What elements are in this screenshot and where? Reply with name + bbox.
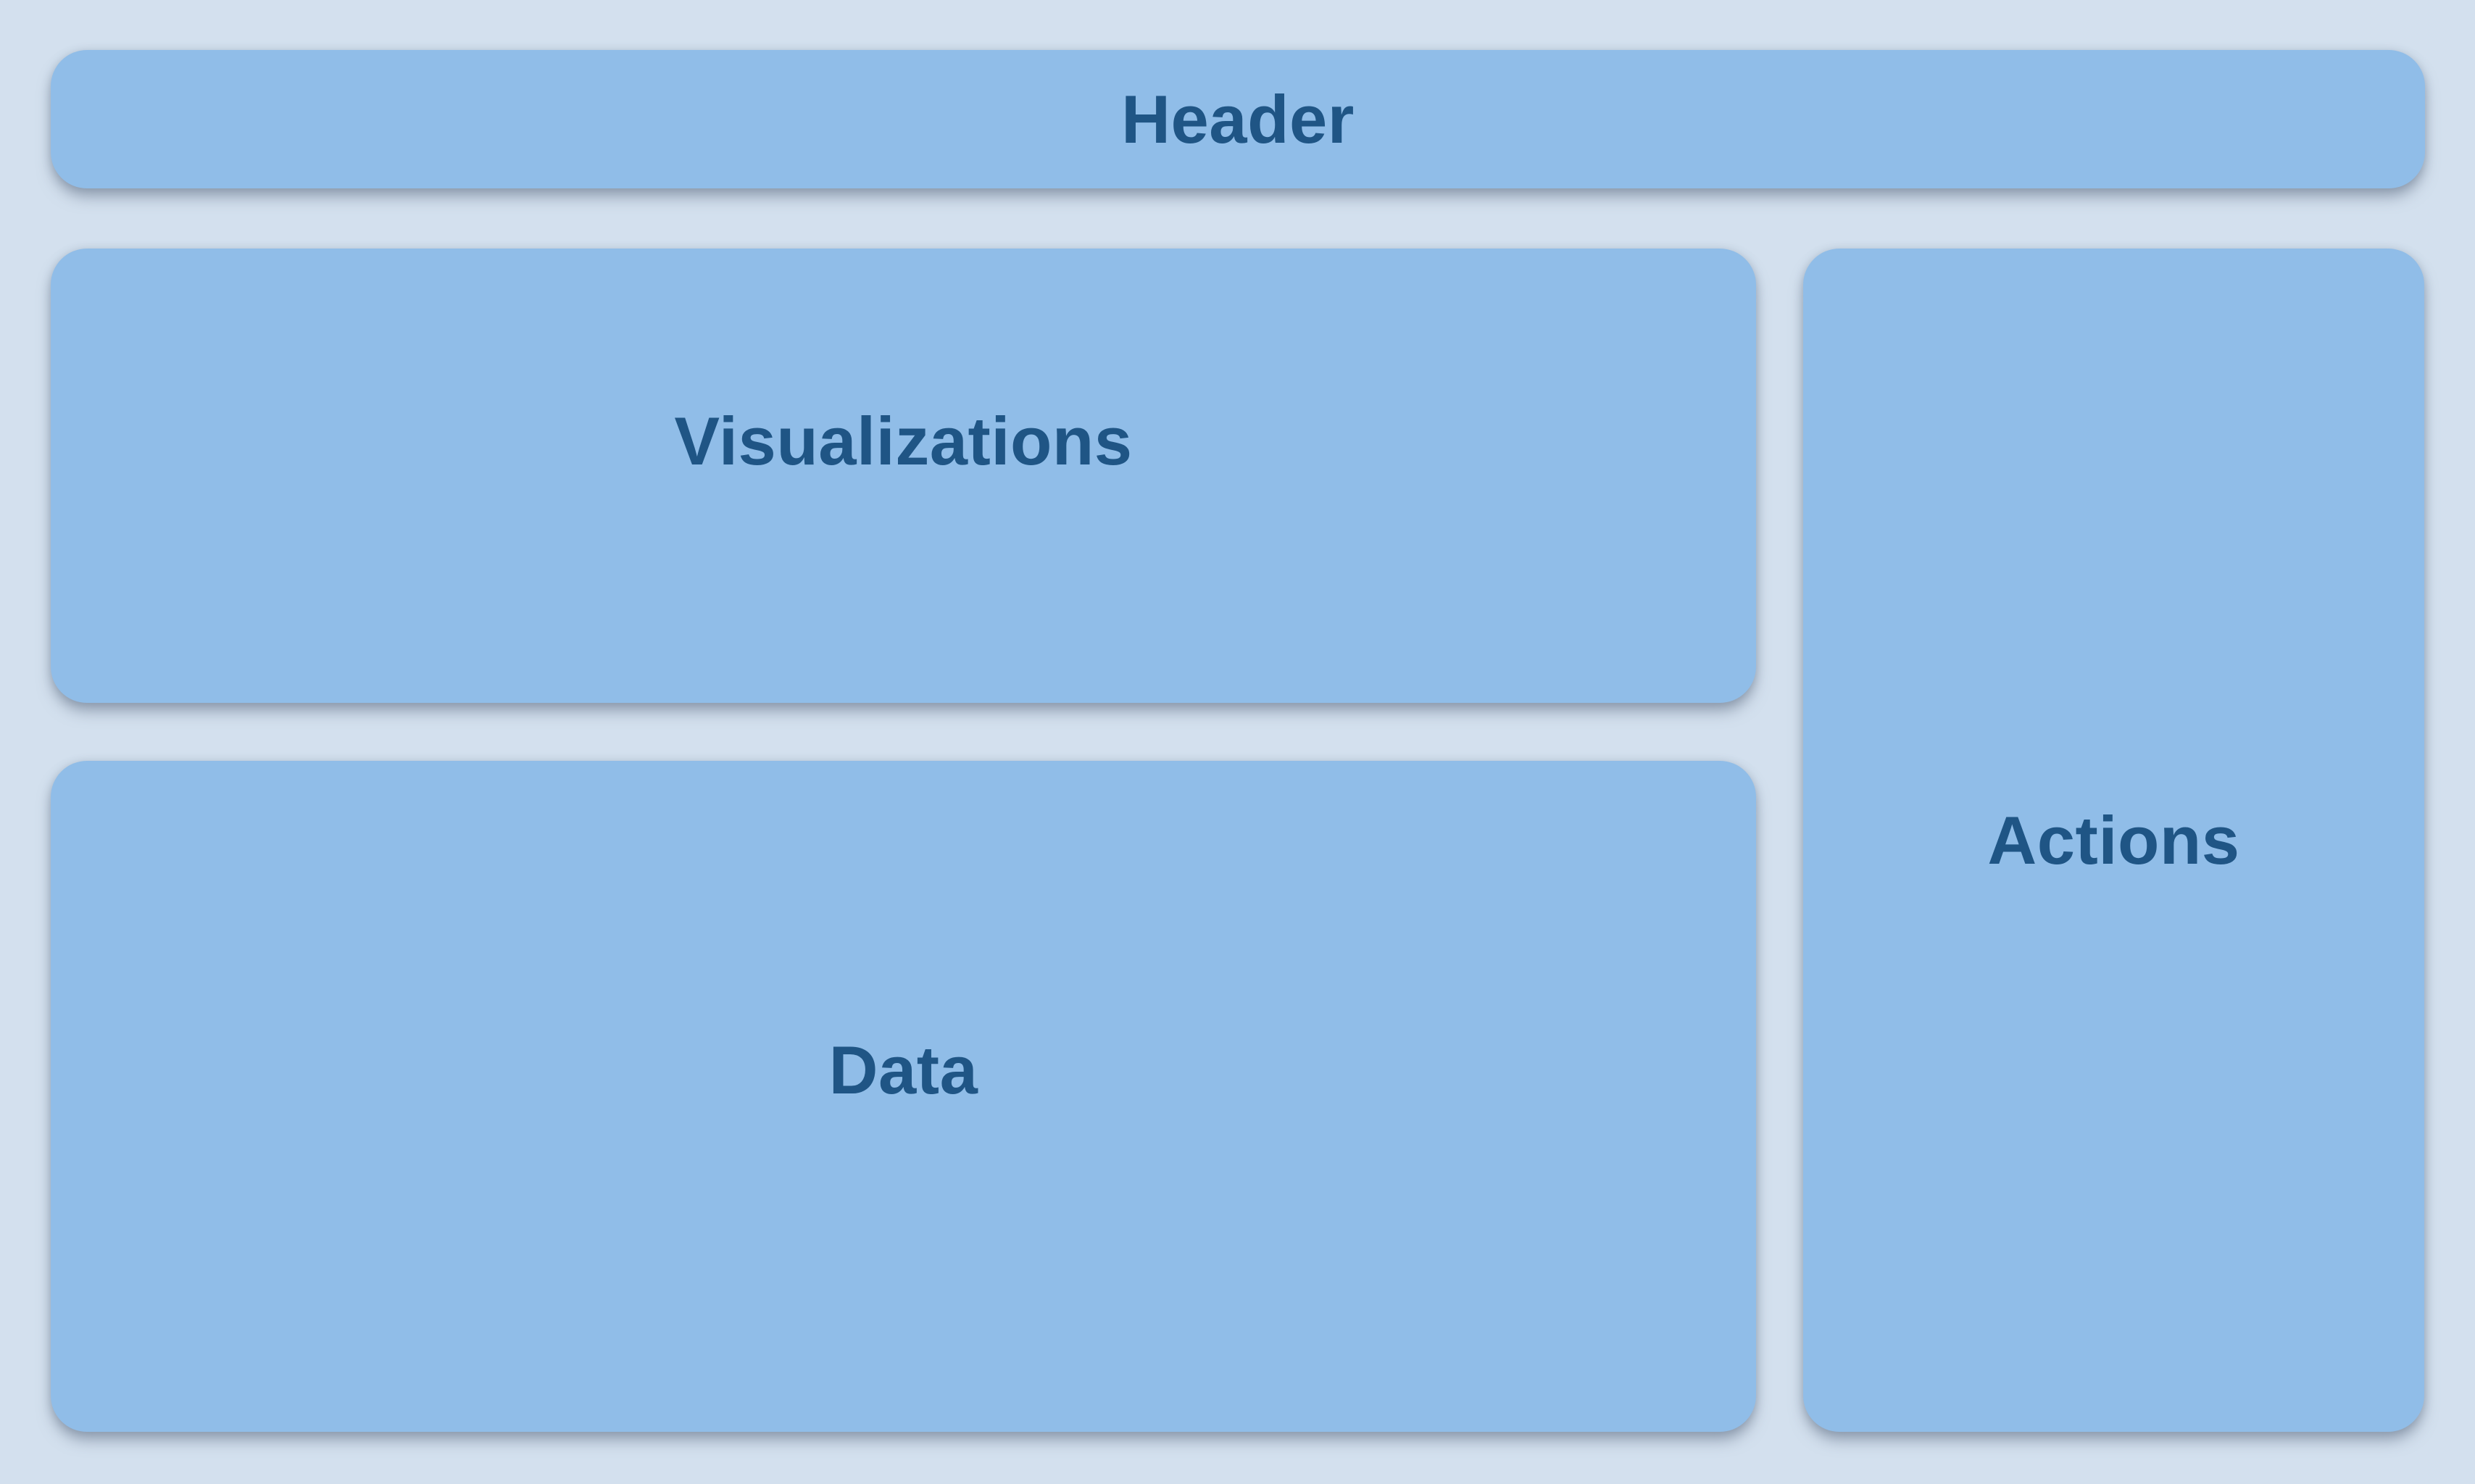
data-panel: Data [51, 761, 1756, 1432]
header-panel: Header [51, 50, 2425, 188]
actions-panel: Actions [1803, 249, 2424, 1432]
header-label: Header [1121, 80, 1355, 157]
visualizations-label: Visualizations [674, 402, 1133, 479]
data-label: Data [828, 1032, 978, 1108]
actions-label: Actions [1987, 801, 2240, 878]
visualizations-panel: Visualizations [51, 249, 1756, 703]
